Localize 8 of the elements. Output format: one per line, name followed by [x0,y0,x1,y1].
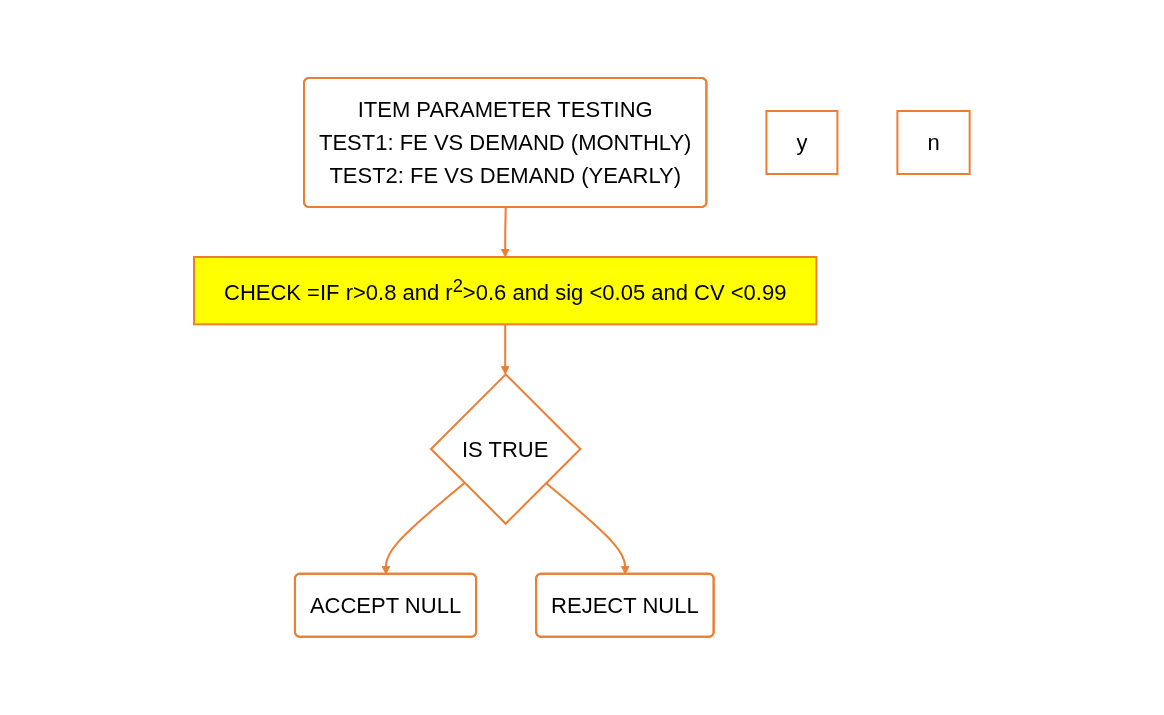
arrow [500,206,510,258]
node-box: y [765,110,839,176]
arrow [381,482,466,575]
node-diamond: IS TRUE [429,373,582,526]
arrow [545,482,630,575]
node-box: n [896,110,971,176]
node-box: CHECK =IF r>0.8 and r$^{2}$>0.6 and sig <0.05 and CV <0.99 [193,256,818,326]
arrow [500,323,510,375]
